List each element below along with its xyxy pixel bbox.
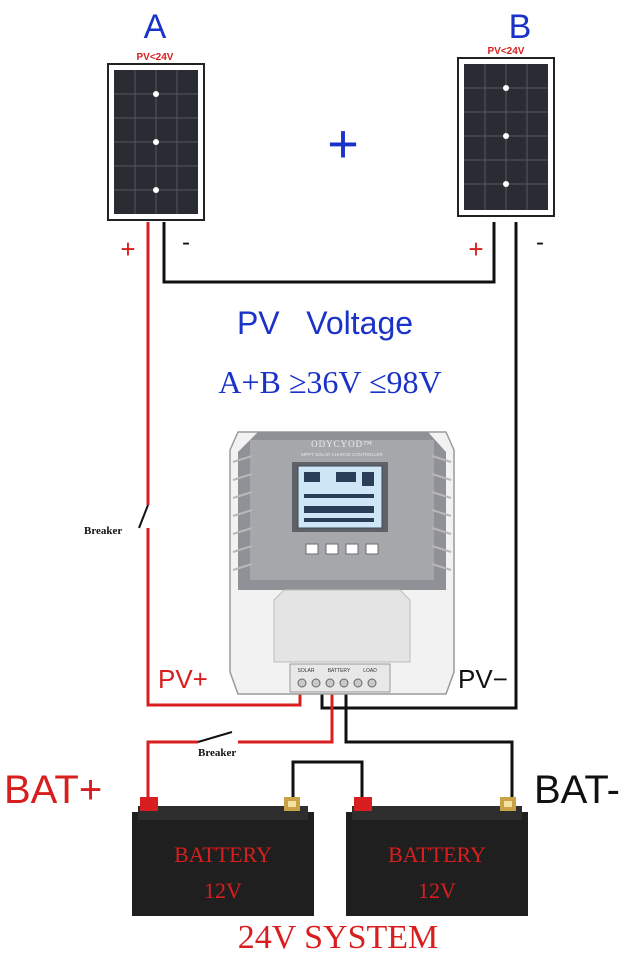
breaker-bottom-label: Breaker	[198, 747, 236, 759]
bat-plus-label: BAT+	[4, 768, 102, 812]
panel-a-plus: +	[120, 234, 135, 264]
wire-battery-link	[291, 760, 364, 805]
breaker-top-symbol	[138, 504, 149, 529]
panel-b-letter: B	[509, 8, 532, 46]
pv-voltage-title: PV Voltage	[237, 305, 413, 341]
pv-minus-label: PV−	[458, 664, 508, 694]
wire-bat-plus	[238, 690, 334, 744]
battery-1	[132, 797, 314, 916]
battery-1-voltage: 12V	[204, 878, 242, 903]
battery-2-label: BATTERY	[388, 842, 486, 867]
solar-panel-a	[107, 63, 205, 221]
panel-b-spec: PV<24V	[488, 46, 525, 57]
panel-a-spec: PV<24V	[137, 52, 174, 63]
series-plus-sign: +	[327, 114, 359, 174]
battery-2-voltage: 12V	[418, 878, 456, 903]
charge-controller	[229, 431, 455, 695]
controller-brand: ODYCYOD™	[311, 439, 373, 449]
panel-a-letter: A	[144, 8, 167, 46]
bat-minus-label: BAT-	[534, 768, 620, 812]
battery-2	[346, 797, 528, 916]
terminal-label-battery: BATTERY	[328, 668, 351, 674]
wire-pv-plus-lower	[146, 528, 302, 707]
panel-a-minus: -	[182, 229, 190, 256]
panel-b-minus: -	[536, 229, 544, 256]
solar-panel-b	[457, 57, 555, 217]
battery-1-label: BATTERY	[174, 842, 272, 867]
wire-bat-minus	[344, 690, 514, 805]
pv-voltage-formula: A+B ≥36V ≤98V	[218, 364, 441, 400]
wire-bat-plus-lower	[146, 740, 198, 805]
panel-b-plus: +	[468, 234, 483, 264]
wire-series-link	[162, 222, 496, 284]
system-label: 24V SYSTEM	[238, 919, 439, 956]
controller-subtitle: MPPT SOLAR CHARGE CONTROLLER	[301, 452, 383, 457]
breaker-bottom-symbol	[197, 731, 233, 743]
wire-pv-minus	[320, 222, 518, 710]
breaker-top-label: Breaker	[84, 525, 122, 537]
pv-plus-label: PV+	[158, 664, 208, 694]
terminal-label-load: LOAD	[363, 668, 377, 674]
terminal-label-solar: SOLAR	[298, 668, 315, 674]
